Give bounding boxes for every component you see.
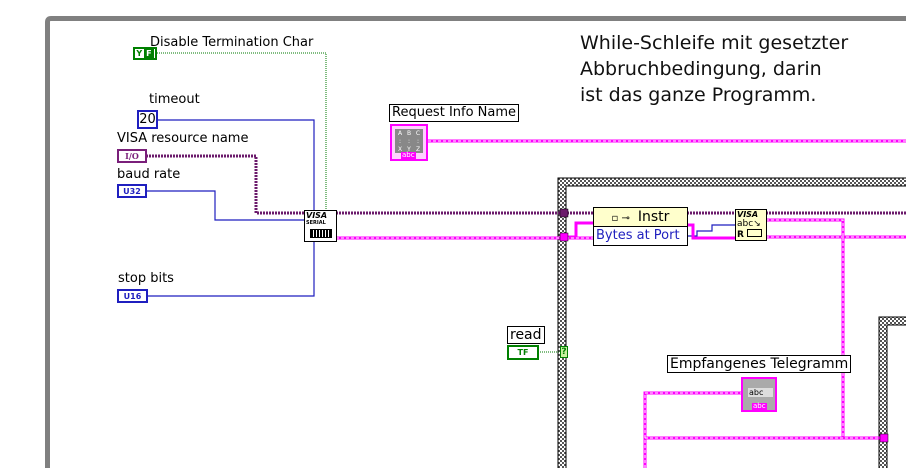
instrument-icon — [747, 229, 763, 237]
visa-read-node[interactable]: VISA abc↘ R — [735, 209, 767, 241]
stop-bits-control[interactable]: U16 — [117, 289, 148, 303]
empfangenes-telegramm-indicator[interactable]: abc abc — [741, 377, 777, 412]
error-tunnel — [559, 232, 569, 242]
visa-configure-serial-node[interactable]: VISA SERIAL — [304, 210, 337, 242]
stop-bits-label: stop bits — [118, 271, 174, 286]
diagram-comment: While-Schleife mit gesetzter Abbruchbedi… — [580, 32, 849, 106]
timeout-label: timeout — [149, 92, 200, 107]
outer-while-loop — [45, 16, 906, 468]
visa-resource-name-control[interactable]: I/O — [117, 149, 147, 163]
request-info-name-label: Request Info Name — [389, 104, 520, 122]
baud-rate-label: baud rate — [117, 167, 181, 182]
serial-port-icon — [309, 229, 332, 238]
visa-tunnel — [559, 208, 569, 218]
baud-rate-control[interactable]: U32 — [117, 184, 147, 198]
read-boolean-control[interactable]: TF — [507, 345, 539, 360]
nested-loop-frame — [879, 317, 906, 468]
property-node[interactable]: ▫ ⊸Instr Bytes at Port — [593, 207, 688, 246]
loop-condition-terminal[interactable]: ? — [560, 346, 568, 358]
string-tunnel — [879, 433, 889, 443]
disable-termination-char-label: Disable Termination Char — [150, 35, 314, 50]
inner-loop-frame — [558, 178, 906, 468]
read-label: read — [507, 326, 545, 344]
property-node-class: ▫ ⊸Instr — [594, 208, 687, 227]
property-bytes-at-port[interactable]: Bytes at Port — [596, 228, 680, 243]
empfangenes-telegramm-label: Empfangenes Telegramm — [667, 355, 852, 373]
visa-resource-name-label: VISA resource name — [117, 131, 249, 146]
timeout-constant[interactable]: 20 — [137, 110, 158, 129]
